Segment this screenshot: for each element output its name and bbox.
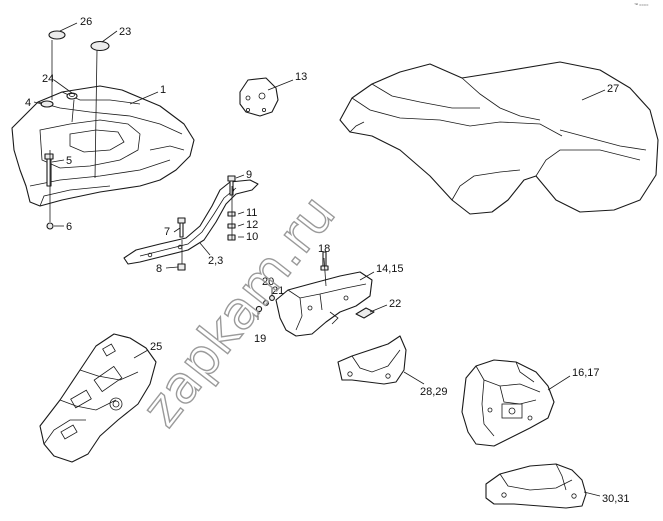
callout-10: 10 [246, 231, 258, 243]
part-1-floor-panel [11, 85, 195, 207]
part-22-clip [355, 307, 375, 319]
callout-7: 7 [164, 226, 170, 238]
callout-21: 21 [272, 285, 284, 297]
part-14-15-bracket [275, 271, 373, 337]
callout-27: 27 [607, 83, 619, 95]
callout-25: 25 [150, 341, 162, 353]
part-30-31-plate [485, 463, 587, 509]
callout-6: 6 [66, 221, 72, 233]
callout-19: 19 [254, 333, 266, 345]
callout-23: 23 [119, 26, 131, 38]
callout-24: 24 [42, 73, 54, 85]
part-26-plug [48, 30, 66, 40]
part-11-washer [227, 211, 236, 217]
part-8-nut [177, 263, 186, 271]
part-10-nut [227, 234, 236, 241]
callout-20: 20 [262, 276, 274, 288]
part-12-washer [227, 223, 236, 229]
callout-8: 8 [156, 263, 162, 275]
callout-labels: 26 23 24 4 1 5 6 13 27 9 11 12 10 7 8 2,… [25, 16, 630, 505]
part-16-17-box-bracket [461, 359, 555, 447]
part-23-plug [90, 40, 110, 52]
part-27-fender-cover [339, 61, 659, 215]
callout-12: 12 [246, 219, 258, 231]
callout-28-29: 28,29 [420, 386, 448, 398]
leader-lines [33, 22, 606, 497]
part-13-bracket [239, 77, 279, 117]
part-24-grommet [66, 92, 78, 100]
part-6-nut [46, 222, 54, 230]
callout-30-31: 30,31 [602, 493, 630, 505]
part-19-nut [255, 305, 263, 313]
callout-18: 18 [318, 243, 330, 255]
callout-13: 13 [295, 71, 307, 83]
callout-14-15: 14,15 [376, 263, 404, 275]
part-5-bolt [44, 153, 54, 187]
callout-26: 26 [80, 16, 92, 28]
callout-11: 11 [246, 207, 257, 219]
callout-1: 1 [160, 84, 166, 96]
part-7-bolt [177, 217, 186, 238]
callout-5: 5 [66, 155, 72, 167]
part-21-washer [263, 300, 269, 306]
part-2-3-side-rail [123, 179, 259, 265]
part-25-console [39, 333, 157, 463]
callout-2-3: 2,3 [208, 255, 223, 267]
part-28-29-bracket [337, 335, 407, 385]
callout-4: 4 [25, 97, 31, 109]
callout-9: 9 [246, 169, 252, 181]
part-4-cap [40, 100, 54, 108]
part-9-bolt [227, 175, 236, 196]
callout-22: 22 [389, 298, 401, 310]
corner-mark: ™ ==== [634, 2, 649, 7]
callout-16-17: 16,17 [572, 367, 600, 379]
